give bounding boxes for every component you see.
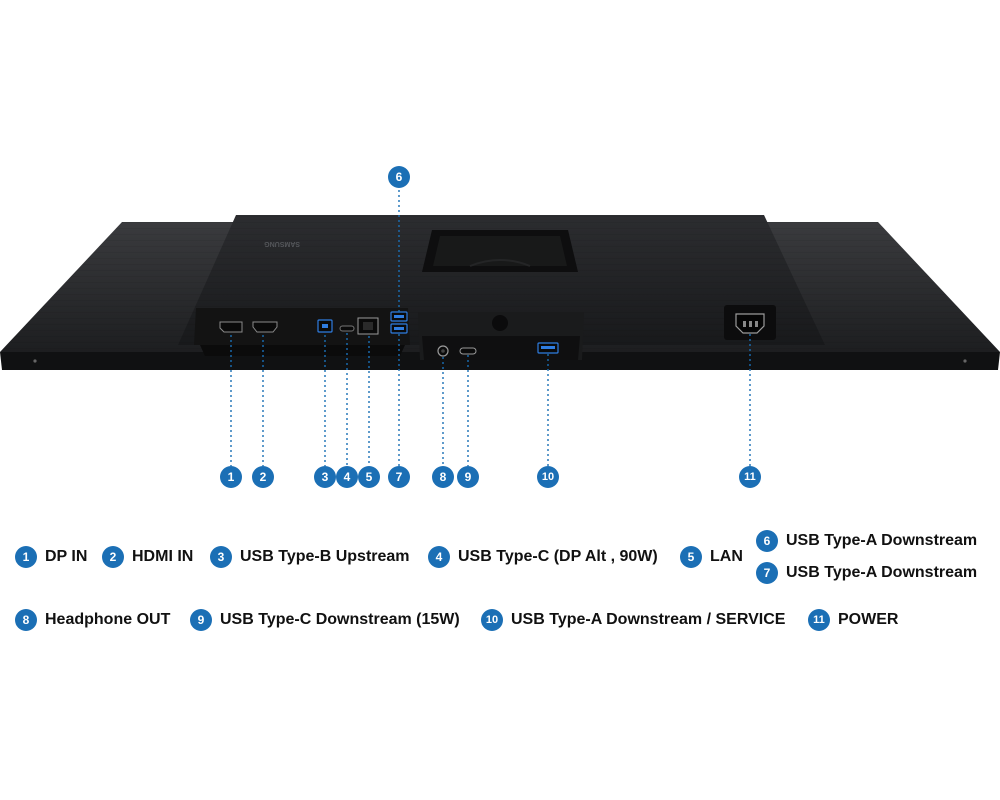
callout-badge-3: 3	[314, 466, 336, 488]
legend-badge: 2	[102, 546, 124, 568]
legend-label: LAN	[710, 548, 743, 565]
legend-label: DP IN	[45, 548, 88, 565]
hdmi-port-icon	[252, 321, 278, 333]
stand-mount-recess	[422, 230, 578, 272]
callout-badge-6: 6	[388, 166, 410, 188]
callout-badge-7: 7	[388, 466, 410, 488]
callout-badge-1: 1	[220, 466, 242, 488]
callout-badge-9: 9	[457, 466, 479, 488]
legend-badge: 9	[190, 609, 212, 631]
legend-label: USB Type-B Upstream	[240, 548, 410, 565]
callout-badge-2: 2	[252, 466, 274, 488]
legend-item-10: 10 USB Type-A Downstream / SERVICE	[481, 607, 785, 633]
callout-badge-11: 11	[739, 466, 761, 488]
legend-label: USB Type-C Downstream (15W)	[220, 611, 460, 628]
legend-label: Headphone OUT	[45, 611, 171, 628]
legend-badge: 5	[680, 546, 702, 568]
legend-item-11: 11 POWER	[808, 607, 898, 633]
legend-label: HDMI IN	[132, 548, 194, 565]
legend-label: USB Type-A Downstream	[786, 532, 978, 549]
callout-badge-8: 8	[432, 466, 454, 488]
legend-badge: 6	[756, 530, 778, 552]
legend-badge: 11	[808, 609, 830, 631]
usb-c-port-icon	[459, 347, 477, 355]
displayport-port-icon	[219, 321, 243, 333]
legend-item-5: 5 LAN	[680, 544, 743, 570]
legend-item-9: 9 USB Type-C Downstream (15W)	[190, 607, 460, 633]
legend-item-3: 3 USB Type-B Upstream	[210, 544, 410, 570]
legend-item-7: 7 USB Type-A Downstream	[756, 560, 977, 586]
usb-a-port-icon	[390, 323, 408, 334]
usb-a-port-icon	[537, 342, 559, 354]
legend-item-1: 1 DP IN	[15, 544, 87, 570]
legend-badge: 1	[15, 546, 37, 568]
callout-badge-10: 10	[537, 466, 559, 488]
legend-item-4: 4 USB Type-C (DP Alt , 90W)	[428, 544, 658, 570]
callout-badge-4: 4	[336, 466, 358, 488]
legend-label: USB Type-C (DP Alt , 90W)	[458, 548, 658, 565]
legend-badge: 8	[15, 609, 37, 631]
usb-a-port-icon	[390, 311, 408, 322]
usb-c-port-icon	[339, 325, 355, 332]
left-port-plate	[194, 308, 410, 356]
usb-b-port-icon	[317, 319, 333, 333]
legend-label: USB Type-A Downstream	[786, 564, 978, 581]
brand-logo: SAMSUNG	[264, 240, 300, 247]
lan-port-icon	[357, 317, 379, 335]
legend-label: USB Type-A Downstream / SERVICE	[511, 611, 786, 628]
legend-item-8: 8 Headphone OUT	[15, 607, 170, 633]
headphone-jack-icon	[437, 345, 449, 357]
legend-item-2: 2 HDMI IN	[102, 544, 193, 570]
legend-label: POWER	[838, 611, 899, 628]
legend-badge: 4	[428, 546, 450, 568]
legend-item-6: 6 USB Type-A Downstream	[756, 528, 977, 554]
legend-badge: 7	[756, 562, 778, 584]
legend-badge: 3	[210, 546, 232, 568]
power-socket-icon	[735, 313, 765, 334]
legend-badge: 10	[481, 609, 503, 631]
callout-badge-5: 5	[358, 466, 380, 488]
monitor-rear-view-diagram: SAMSUNG	[0, 190, 1000, 466]
